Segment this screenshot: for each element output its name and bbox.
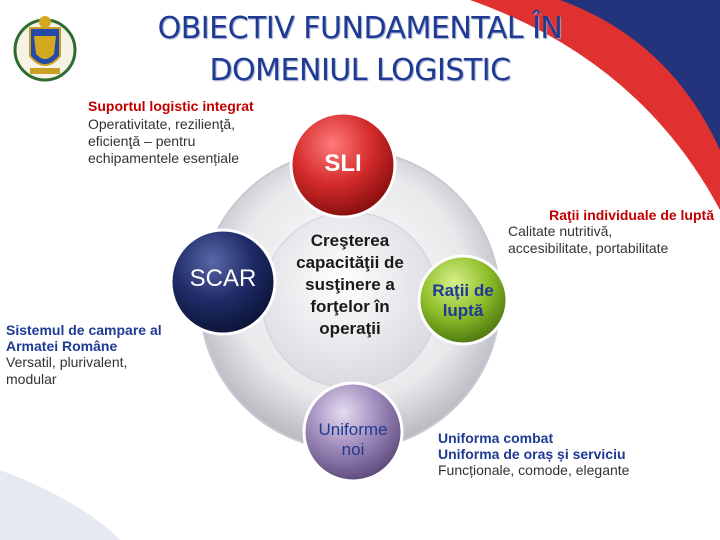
logistic-support-line-2: eficienţă – pentru (88, 133, 196, 149)
rations-line-2: accesibilitate, portabilitate (508, 240, 669, 256)
uniforms-line-2: Uniforma de oraș și serviciu (438, 446, 626, 462)
camping-system-block: Sistemul de campare al Armatei Române Ve… (6, 322, 206, 388)
center-line-3: susţinere a (305, 275, 395, 294)
orb-label-scar: SCAR (189, 265, 257, 292)
center-line-1: Creşterea (310, 231, 390, 250)
orb-uniforms-line-1: Uniforme (318, 420, 388, 439)
camping-system-heading-2: Armatei Române (6, 338, 118, 354)
orb-rations-line-2: luptă (442, 301, 484, 320)
orb-label-uniforms: Uniforme noi (304, 420, 402, 460)
corner-navy-swoosh (560, 0, 720, 150)
logistic-support-line-3: echipamentele esențiale (88, 150, 239, 166)
center-line-2: capacităţii de (296, 253, 404, 272)
orb-navy (169, 228, 277, 336)
orb-label-sli: SLI (324, 150, 362, 177)
coat-of-arms-icon (13, 16, 77, 82)
rations-block: Raţii individuale de luptă Calitate nutr… (480, 207, 714, 257)
orb-green (417, 254, 509, 346)
central-objective: Creşterea capacităţii de susţinere a for… (282, 230, 418, 340)
rations-heading: Raţii individuale de luptă (549, 207, 714, 223)
logistic-support-heading: Suportul logistic integrat (88, 98, 254, 114)
logistic-support-line-1: Operativitate, rezilienţă, (88, 116, 236, 132)
orb-uniforms-line-2: noi (341, 440, 365, 459)
center-line-4: forţelor în (310, 297, 390, 316)
title-line-1: OBIECTIV FUNDAMENTAL ÎN (157, 11, 563, 46)
orb-purple (302, 381, 404, 483)
rations-line-1: Calitate nutritivă, (508, 223, 613, 239)
uniforms-line-3: Funcționale, comode, elegante (438, 462, 630, 478)
orb-red (289, 111, 397, 219)
page-title: OBIECTIV FUNDAMENTAL ÎN DOMENIUL LOGISTI… (110, 8, 610, 92)
center-line-5: operaţii (319, 319, 381, 338)
camping-system-line-2: modular (6, 371, 57, 387)
logistic-support-block: Suportul logistic integrat Operativitate… (88, 98, 308, 167)
uniforms-block: Uniforma combat Uniforma de oraș și serv… (438, 430, 708, 479)
camping-system-heading-1: Sistemul de campare al (6, 322, 162, 338)
corner-bottom-left (0, 470, 120, 540)
orb-label-rations: Raţii de luptă (419, 281, 507, 321)
camping-system-line-1: Versatil, plurivalent, (6, 354, 128, 370)
title-line-2: DOMENIUL LOGISTIC (209, 53, 511, 88)
orb-rations-line-1: Raţii de (432, 281, 494, 300)
uniforms-line-1: Uniforma combat (438, 430, 554, 446)
